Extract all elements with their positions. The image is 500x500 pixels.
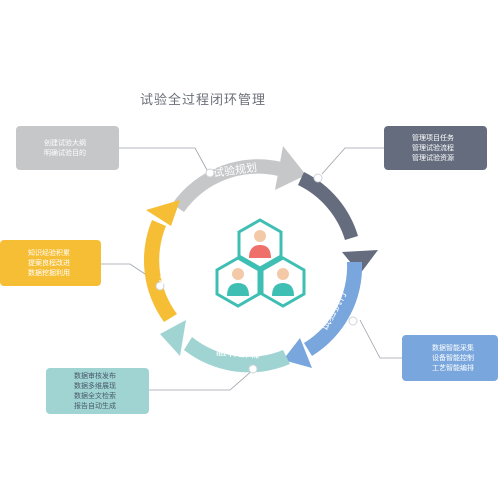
segment-plan: [172, 159, 282, 212]
dot-prep: [313, 173, 323, 183]
dot-plan: [205, 168, 215, 178]
connector-prep: [321, 147, 384, 175]
segment-exec: [304, 262, 363, 356]
team-hexagon-icon: [215, 218, 306, 308]
diagram-title: 试验全过程闭环管理: [140, 93, 267, 108]
segment-data: [184, 337, 290, 373]
dot-sum: [155, 281, 165, 291]
box-line: 数据多维展现: [74, 382, 116, 390]
segment-sum: [143, 220, 177, 322]
info-box-plan: 创建试验大纲 明确试验目的: [16, 126, 119, 170]
box-line: 知识经验积累: [28, 249, 70, 257]
info-box-prep: 管理项目任务 管理试验流程 管理试验资源: [384, 126, 487, 170]
arrow-data: [160, 320, 186, 356]
stage-label-sum: 分析总结: [157, 240, 177, 286]
ring-dots: [155, 168, 358, 374]
box-line: 工艺智能编排: [432, 364, 474, 372]
box-line: 创建试验大纲: [44, 139, 86, 147]
box-line: 管理试验资源: [412, 154, 454, 162]
arrow-exec: [283, 338, 312, 368]
info-box-exec: 数据智能采集 设备智能控制 工艺智能编排: [402, 335, 498, 381]
box-line: 数据全文检索: [74, 392, 116, 400]
info-box-data: 数据审核发布 数据多维展现 数据全文检索 报告自动生成: [46, 368, 149, 414]
box-line: 数据智能采集: [432, 344, 474, 352]
box-line: 明确试验目的: [44, 149, 86, 157]
box-line: 设备智能控制: [432, 354, 474, 362]
box-line: 管理试验流程: [412, 144, 454, 152]
cycle-ring: [143, 146, 378, 373]
connector-exec: [359, 319, 402, 359]
stage-label-data: 数据处理: [216, 344, 261, 361]
box-line: 数据审核发布: [74, 372, 116, 380]
box-line: 管理项目任务: [412, 134, 454, 142]
info-box-sum: 知识经验积累 提案良程改进 数据挖掘利用: [0, 240, 101, 286]
arrow-sum: [146, 200, 180, 226]
dot-data: [248, 364, 258, 374]
dot-exec: [348, 316, 358, 326]
stage-label-plan: 试验规划: [212, 160, 258, 180]
connector-data: [149, 369, 254, 391]
segment-prep: [298, 172, 358, 240]
box-line: 数据挖掘利用: [28, 269, 70, 277]
box-line: 提案良程改进: [28, 259, 70, 267]
box-line: 报告自动生成: [74, 402, 116, 410]
arrow-plan: [275, 146, 306, 190]
connector-plan: [119, 147, 208, 171]
